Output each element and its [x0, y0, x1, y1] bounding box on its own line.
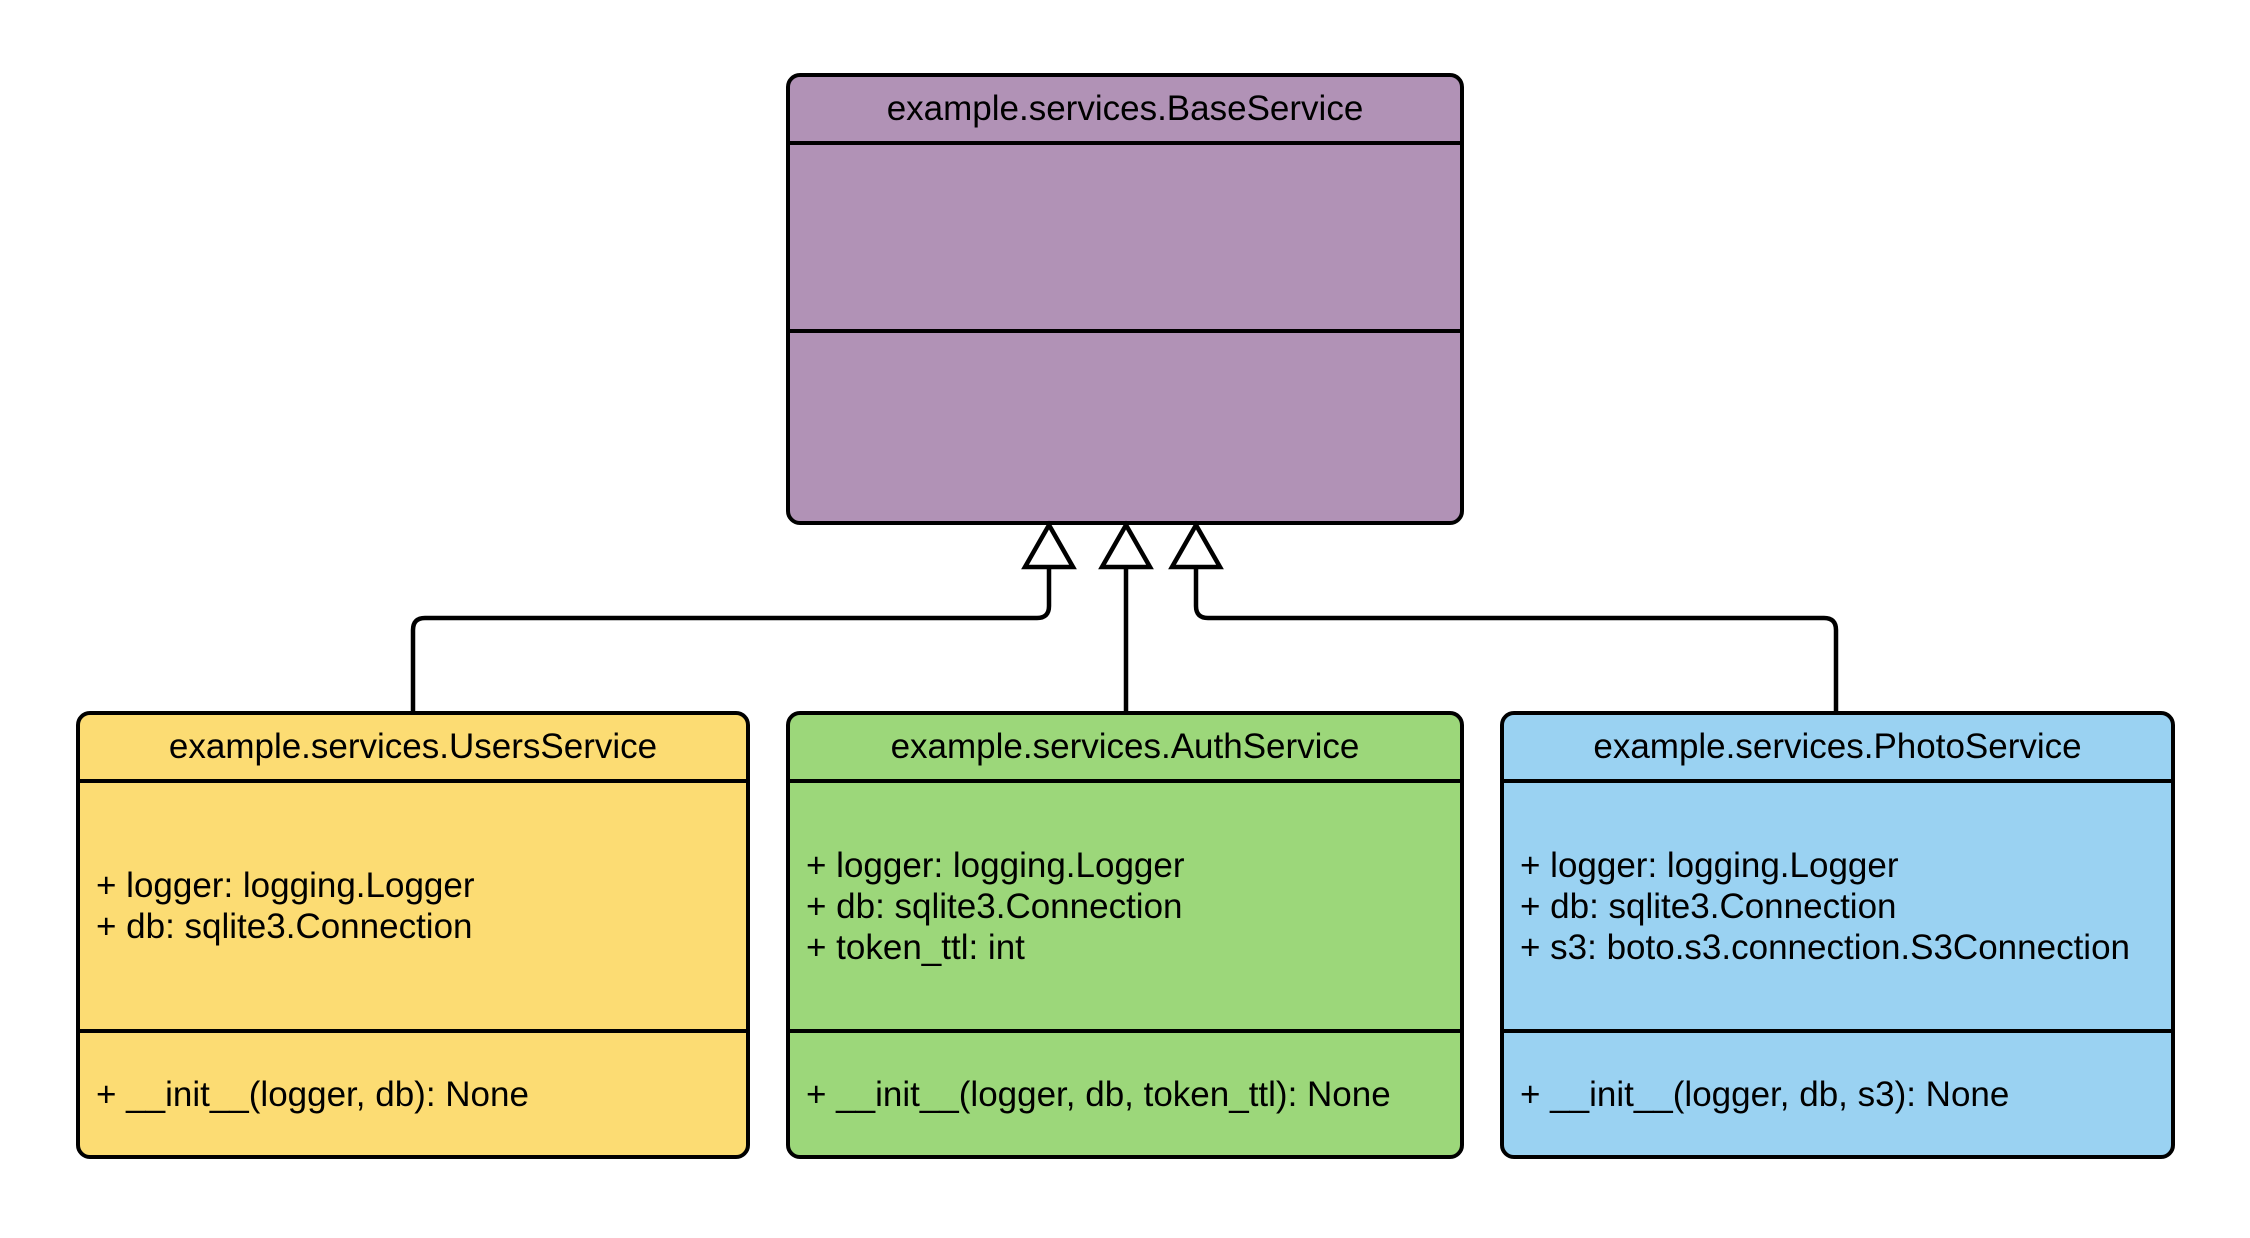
member-line: + logger: logging.Logger: [806, 845, 1185, 885]
class-box-base-service[interactable]: example.services.BaseService: [786, 73, 1464, 525]
hollow-triangle-arrowhead: [1098, 520, 1154, 570]
class-box-auth-service[interactable]: example.services.AuthService + logger: l…: [786, 711, 1464, 1159]
hollow-triangle-arrowhead: [1168, 520, 1224, 570]
class-methods-compartment: [790, 333, 1460, 521]
member-line: + __init__(logger, db, s3): None: [1520, 1074, 2010, 1114]
member-line: + logger: logging.Logger: [96, 866, 475, 905]
class-title: example.services.AuthService: [790, 715, 1460, 783]
class-box-users-service[interactable]: example.services.UsersService + logger: …: [76, 711, 750, 1159]
class-methods-compartment: + __init__(logger, db, token_ttl): None: [790, 1033, 1460, 1155]
inheritance-edge-photo-to-base[interactable]: [1193, 562, 1839, 711]
member-line: + db: sqlite3.Connection: [96, 907, 473, 946]
class-title: example.services.PhotoService: [1504, 715, 2171, 783]
hollow-triangle-arrowhead: [1021, 520, 1077, 570]
member-line: + logger: logging.Logger: [1520, 845, 1899, 885]
class-methods-compartment: + __init__(logger, db): None: [80, 1033, 746, 1155]
inheritance-edge-users-to-base[interactable]: [410, 562, 1052, 711]
class-attributes-compartment: + logger: logging.Logger+ db: sqlite3.Co…: [80, 783, 746, 1033]
class-attributes-compartment: [790, 145, 1460, 333]
class-attributes-compartment: + logger: logging.Logger+ db: sqlite3.Co…: [1504, 783, 2171, 1033]
class-title: example.services.BaseService: [790, 77, 1460, 145]
member-line: + __init__(logger, db): None: [96, 1074, 529, 1114]
member-line: + s3: boto.s3.connection.S3Connection: [1520, 927, 2131, 967]
member-line: + db: sqlite3.Connection: [806, 886, 1183, 926]
class-box-photo-service[interactable]: example.services.PhotoService + logger: …: [1500, 711, 2175, 1159]
member-line: + __init__(logger, db, token_ttl): None: [806, 1074, 1391, 1114]
member-line: + db: sqlite3.Connection: [1520, 886, 1897, 926]
member-line: + token_ttl: int: [806, 927, 1025, 967]
class-attributes-compartment: + logger: logging.Logger+ db: sqlite3.Co…: [790, 783, 1460, 1033]
class-title: example.services.UsersService: [80, 715, 746, 783]
class-methods-compartment: + __init__(logger, db, s3): None: [1504, 1033, 2171, 1155]
